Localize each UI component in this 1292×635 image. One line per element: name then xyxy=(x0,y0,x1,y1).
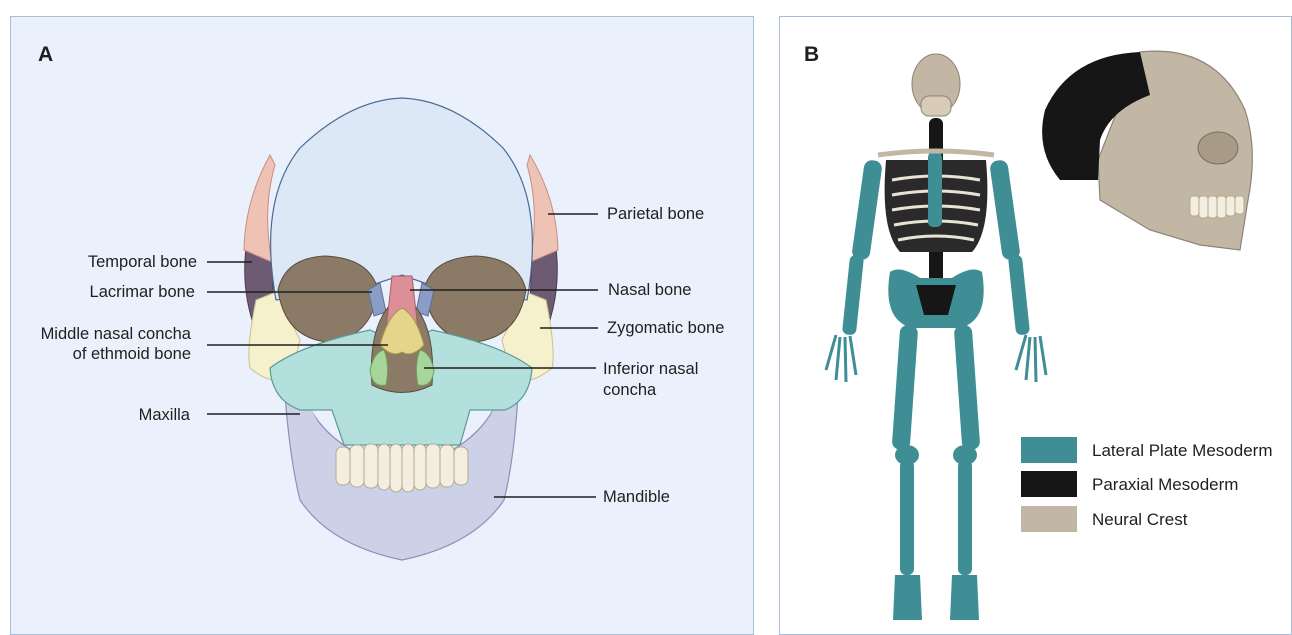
label-inferior-nasal-concha-line2: concha xyxy=(603,380,656,400)
legend-swatch-paraxial xyxy=(1021,471,1077,497)
teeth xyxy=(336,444,468,492)
label-zygomatic-bone: Zygomatic bone xyxy=(607,318,724,338)
legend-label-paraxial: Paraxial Mesoderm xyxy=(1092,475,1238,495)
label-middle-nasal-concha-line1: Middle nasal concha xyxy=(10,324,191,344)
legend-swatch-neural-crest xyxy=(1021,506,1077,532)
label-parietal-bone: Parietal bone xyxy=(607,204,704,224)
label-inferior-nasal-concha-line1: Inferior nasal xyxy=(603,359,698,379)
label-mandible: Mandible xyxy=(603,487,670,507)
legend-swatch-lateral-plate xyxy=(1021,437,1077,463)
label-temporal-bone: Temporal bone xyxy=(30,252,197,272)
label-nasal-bone: Nasal bone xyxy=(608,280,691,300)
legend-label-neural-crest: Neural Crest xyxy=(1092,510,1187,530)
label-maxilla: Maxilla xyxy=(60,405,190,425)
legend-label-lateral-plate: Lateral Plate Mesoderm xyxy=(1092,441,1272,461)
panel-b-letter: B xyxy=(804,43,819,67)
label-middle-nasal-concha-line2: of ethmoid bone xyxy=(10,344,191,364)
label-lacrimal-bone: Lacrimar bone xyxy=(30,282,195,302)
panel-b: B xyxy=(779,16,1292,635)
